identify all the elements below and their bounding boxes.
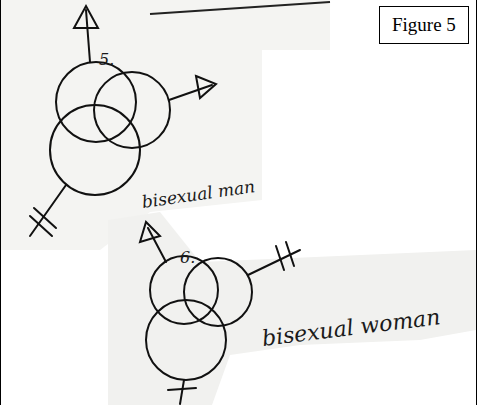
- figure-caption: Figure 5: [392, 14, 456, 36]
- bisexual-woman-symbol: [140, 222, 300, 404]
- paper-scrap: [108, 212, 476, 405]
- figure-caption-box: Figure 5: [379, 6, 469, 44]
- scan-line: [150, 2, 330, 14]
- callout-number: 5.: [99, 50, 114, 69]
- callout-number: 6.: [180, 248, 195, 267]
- paper-scrap: [0, 0, 330, 250]
- frame-line: [476, 0, 477, 405]
- frame-line: [0, 0, 1, 405]
